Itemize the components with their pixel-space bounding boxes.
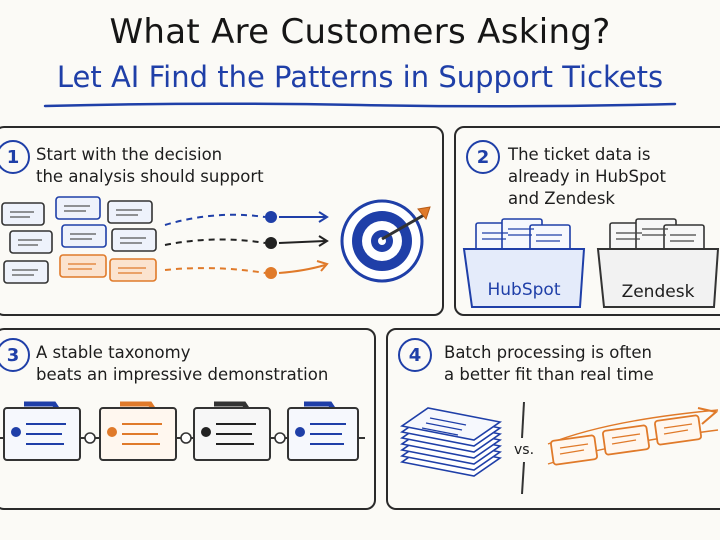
zendesk-label: Zendesk: [621, 282, 695, 302]
panel-1-line-1: Start with the decision: [36, 145, 223, 164]
panel-3-number: 3: [0, 338, 30, 372]
panel-decision: [0, 126, 444, 316]
hubspot-box-illustration: [462, 218, 586, 308]
panel-4-text: Batch processing is often a better fit t…: [444, 342, 654, 386]
panel-batch-processing: [386, 328, 720, 510]
page-subtitle: Let AI Find the Patterns in Support Tick…: [56, 60, 664, 94]
panel-1-text: Start with the decision the analysis sho…: [36, 144, 264, 188]
panel-2-text: The ticket data is already in HubSpot an…: [508, 144, 666, 210]
panel-2-line-3: and Zendesk: [508, 189, 615, 208]
panel-4-line-1: Batch processing is often: [444, 343, 652, 362]
panel-3-text: A stable taxonomy beats an impressive de…: [36, 342, 328, 386]
panel-1-number: 1: [0, 140, 30, 174]
panel-3-line-1: A stable taxonomy: [36, 343, 191, 362]
flow-paths-illustration: [164, 211, 329, 279]
batch-stack-illustration: [399, 407, 503, 477]
panel-4-line-2: a better fit than real time: [444, 365, 654, 384]
zendesk-box-illustration: [596, 218, 720, 308]
vs-label: vs.: [514, 442, 535, 458]
panel-taxonomy: [0, 328, 376, 510]
taxonomy-folders-illustration: [0, 401, 365, 461]
panel-1-line-2: the analysis should support: [36, 167, 264, 186]
panel-ticket-sources: [454, 126, 720, 316]
panel-2-line-1: The ticket data is: [508, 145, 651, 164]
vs-divider: [521, 401, 525, 495]
hubspot-label: HubSpot: [487, 280, 561, 300]
subtitle-underline: [43, 102, 677, 108]
panel-4-number: 4: [398, 338, 432, 372]
page-title: What Are Customers Asking?: [109, 12, 611, 52]
ticket-pile-illustration: [1, 196, 157, 284]
panel-3-line-2: beats an impressive demonstration: [36, 365, 329, 384]
panel-2-number: 2: [466, 140, 500, 174]
realtime-stream-illustration: [547, 407, 719, 466]
target-icon: [340, 199, 431, 283]
panel-2-line-2: already in HubSpot: [508, 167, 666, 186]
